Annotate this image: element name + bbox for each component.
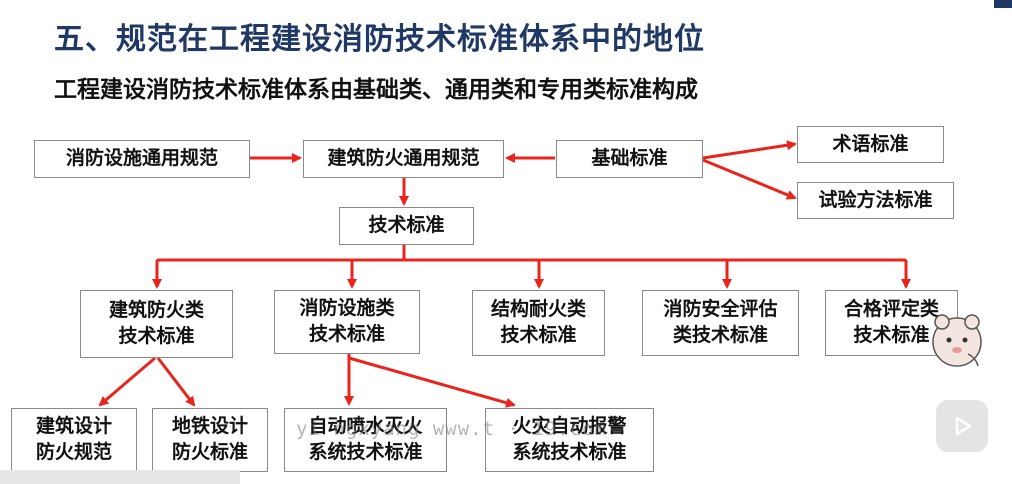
node-fire-facility-general: 消防设施通用规范 [34, 140, 250, 178]
node-basic-standards: 基础标准 [556, 140, 703, 178]
play-icon [955, 416, 972, 436]
node-terminology: 术语标准 [797, 126, 944, 163]
node-building-fire-general: 建筑防火通用规范 [303, 140, 504, 178]
node-metro-design-std: 地铁设计 防火标准 [152, 408, 268, 472]
arrow-basic-to-terminology [702, 140, 797, 160]
node-building-design-code: 建筑设计 防火规范 [11, 408, 137, 472]
node-sprinkler-std: 自动喷水灭火 系统技术标准 [284, 408, 447, 472]
slide-title: 五、规范在工程建设消防技术标准体系中的地位 [54, 22, 705, 57]
slide-subtitle: 工程建设消防技术标准体系由基础类、通用类和专用类标准构成 [54, 77, 698, 103]
play-button[interactable] [936, 400, 988, 452]
player-toolbar[interactable] [0, 470, 240, 484]
node-test-methods: 试验方法标准 [797, 182, 954, 219]
arrow-to-building-design-code [98, 356, 156, 407]
node-fire-alarm-std: 火灾自动报警 系统技术标准 [485, 408, 654, 472]
node-building-fire-category: 建筑防火类 技术标准 [80, 290, 233, 358]
node-fire-facility-category: 消防设施类 技术标准 [274, 290, 420, 354]
mascot-icon [932, 314, 982, 367]
node-fire-safety-eval-category: 消防安全评估 类技术标准 [642, 290, 799, 356]
arrow-to-fire-alarm-std [348, 356, 516, 408]
corner-accent [994, 0, 1012, 8]
arrow-to-metro-std [156, 357, 196, 407]
watermark-text: yi ngxyang www.t · 19.com [296, 418, 607, 440]
arrow-basic-to-test [702, 158, 797, 200]
node-structure-fire-resist-category: 结构耐火类 技术标准 [472, 290, 605, 356]
node-technical-standards: 技术标准 [339, 207, 474, 245]
